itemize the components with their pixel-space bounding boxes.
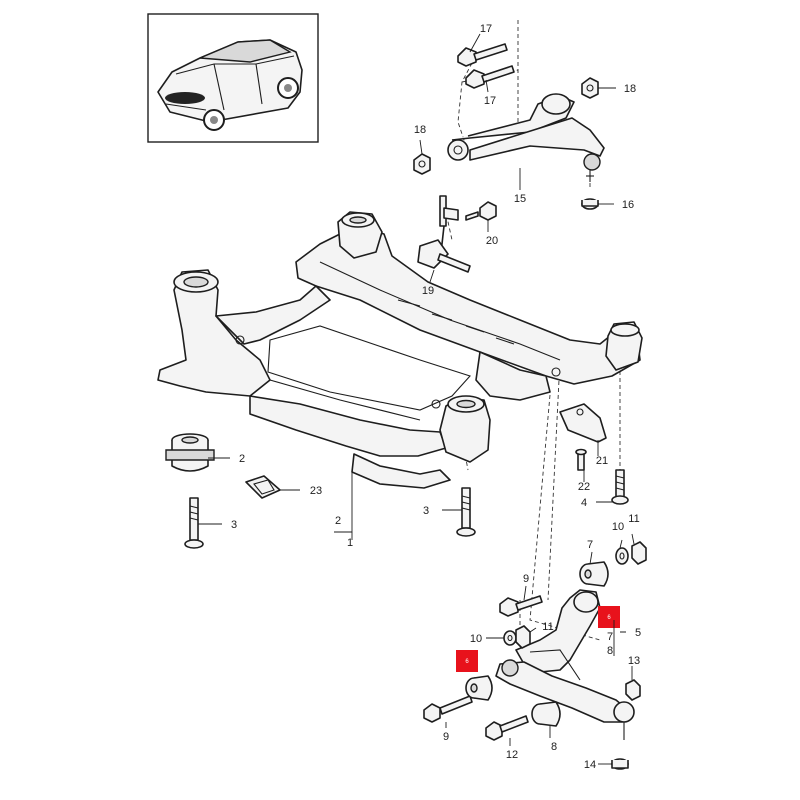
bolt-9-lower (423, 695, 473, 723)
bolt-4 (611, 469, 629, 505)
callout-19: 19 (422, 285, 434, 297)
callout-14: 14 (584, 759, 596, 771)
callout-1: 1 (347, 537, 353, 549)
note-badge-upper-text: 6 (607, 615, 611, 621)
bolt-3-left (184, 497, 204, 549)
callout-22: 22 (578, 481, 590, 493)
lower-control-arm (495, 589, 635, 740)
callout-18-left: 18 (414, 124, 426, 136)
callout-4: 4 (581, 497, 587, 509)
callout-18-right: 18 (624, 83, 636, 95)
callout-12: 12 (506, 749, 518, 761)
callout-13: 13 (628, 655, 640, 667)
screw-22 (575, 448, 587, 471)
note-badge-upper-box (598, 606, 620, 628)
callout-7-upper: 7 (587, 539, 593, 551)
washer-10-lower (503, 630, 517, 646)
nut-11-lower (515, 625, 531, 649)
note-badge-lower: 6 (456, 650, 478, 672)
vehicle-thumbnail (147, 13, 319, 143)
nut-16 (581, 198, 599, 210)
callout-8-upper: 8 (607, 645, 613, 657)
leader-lines (198, 33, 635, 765)
nut-18-left (413, 153, 431, 175)
nut-14 (611, 758, 629, 770)
callout-17-top: 17 (480, 23, 492, 35)
callout-5: 5 (635, 627, 641, 639)
callout-15: 15 (514, 193, 526, 205)
callout-11-upper: 11 (628, 513, 639, 525)
callout-21: 21 (596, 455, 608, 467)
bolt-3-right (456, 487, 476, 537)
nut-18-right (581, 77, 599, 99)
clip-23 (245, 475, 281, 499)
note-badge-lower-box (456, 650, 478, 672)
callout-11-lower: 11 (542, 621, 553, 633)
bolt-9-upper (499, 595, 543, 617)
note-badge-upper: 6 (598, 606, 620, 628)
upper-control-arm (447, 93, 605, 182)
nut-11-upper (631, 541, 647, 565)
callout-3-left: 3 (231, 519, 237, 531)
bracket-21 (559, 403, 607, 443)
callout-2-mount: 2 (239, 453, 245, 465)
callout-9-upper: 9 (523, 573, 529, 585)
callout-10-upper: 10 (612, 521, 624, 533)
bolt-12 (485, 715, 529, 741)
callout-8-lower: 8 (551, 741, 557, 753)
bolt-17-upper (457, 43, 508, 67)
bushing-7-upper (579, 561, 609, 587)
suv-icon (157, 39, 303, 131)
bushing-8 (531, 701, 561, 727)
bolt-20 (465, 201, 497, 221)
nut-13 (625, 679, 641, 701)
callout-23: 23 (310, 485, 322, 497)
callout-labels: 17 17 18 18 15 16 20 19 2 23 3 2 1 3 21 … (231, 23, 641, 771)
note-badge-lower-text: 6 (465, 659, 469, 665)
callout-9-lower: 9 (443, 731, 449, 743)
washer-10-upper (615, 547, 629, 565)
callout-10-lower: 10 (470, 633, 482, 645)
rubber-mount-2 (165, 433, 215, 472)
level-sensor-19 (417, 195, 471, 273)
front-axle-subframe (157, 211, 643, 489)
callout-17-second: 17 (484, 95, 496, 107)
bolt-17-lower (465, 65, 515, 89)
callout-16: 16 (622, 199, 634, 211)
callout-20: 20 (486, 235, 498, 247)
callout-2-frame: 2 (335, 515, 341, 527)
callout-7-lower: 7 (607, 631, 613, 643)
bushing-7-lower (465, 675, 493, 701)
callout-3-right: 3 (423, 505, 429, 517)
